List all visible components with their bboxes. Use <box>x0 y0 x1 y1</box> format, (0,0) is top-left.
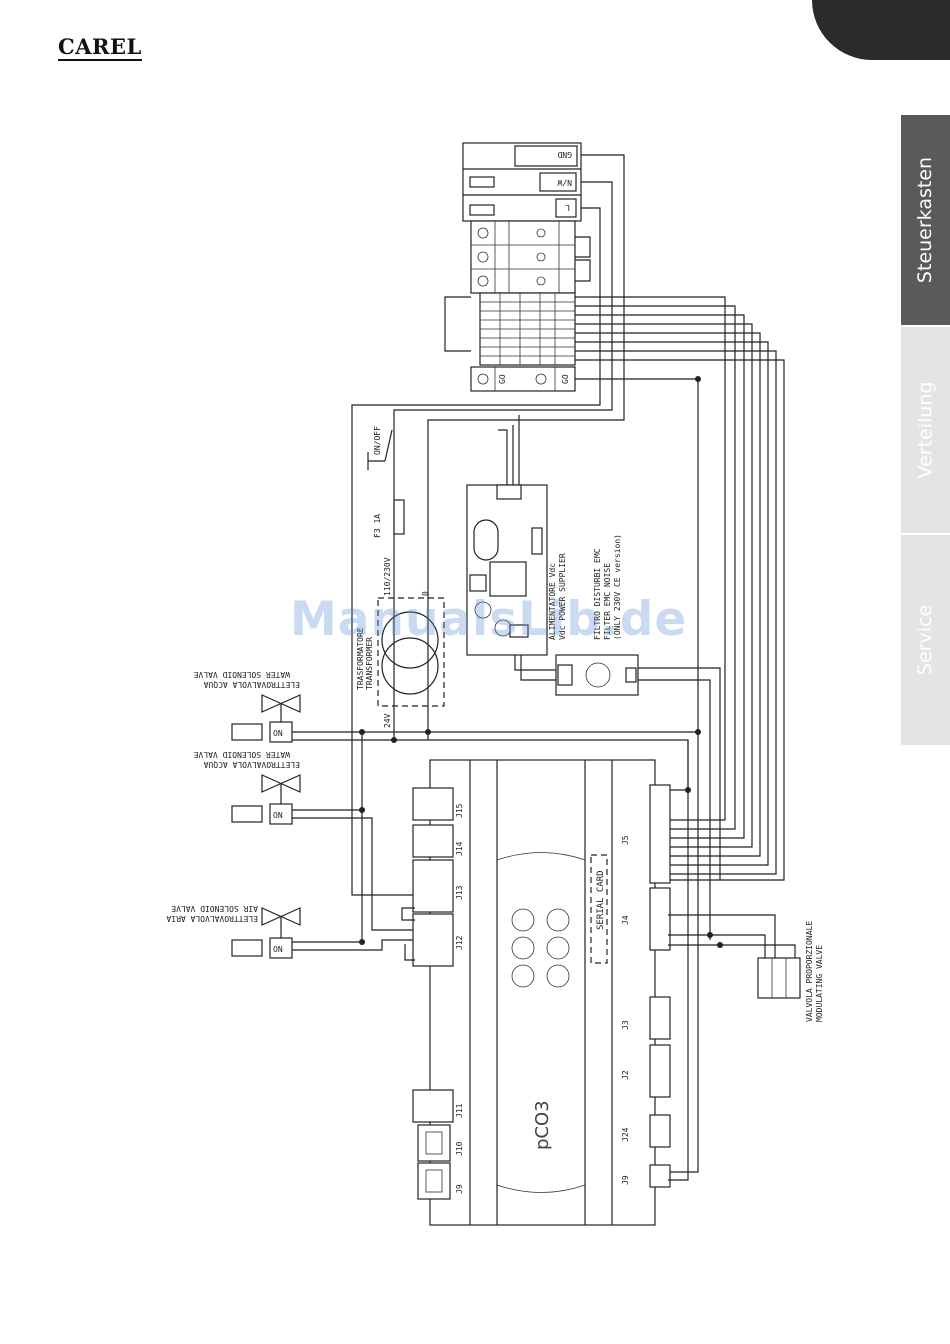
j9-right-label: J9 <box>621 1175 630 1185</box>
tab-verteilung[interactable]: Verteilung <box>901 327 950 533</box>
transformer-label-it: TRASFORMATORE <box>356 627 365 690</box>
nw-label: N/W <box>557 178 572 187</box>
pco3-controller: SERIAL CARD pCO3 <box>429 759 656 1226</box>
go-label-left: GO <box>498 374 507 384</box>
carel-logo: CAREL <box>58 34 142 61</box>
manualslib-watermark: ManualsLib.de <box>290 592 688 647</box>
power-supplier-board: ALIMENTATORE Vdc Vdc POWER SUPPLIER <box>466 484 567 656</box>
tab-steuerkasten[interactable]: Steuerkasten <box>901 115 950 325</box>
valve-1-label-en: WATER SOLENOID VALVE <box>193 670 290 679</box>
valve-3-label-it: ELETTROVALVOLA ARIA <box>166 914 258 923</box>
valve-1-contact: ON <box>273 729 283 738</box>
emc-filter-line2: FILTER EMC NOISE <box>603 563 612 640</box>
j3-label: J3 <box>621 1020 630 1030</box>
air-solenoid-valve: ON ELETTROVALVOLA ARIA AIR SOLENOID VALV… <box>166 904 301 959</box>
modulating-valve-label-en: MODULATING VALVE <box>815 945 824 1022</box>
valve-3-contact: ON <box>273 945 283 954</box>
power-supplier-label-it: ALIMENTATORE Vdc <box>548 563 557 640</box>
j10-label: J10 <box>455 1141 464 1156</box>
valve-2-contact: ON <box>273 811 283 820</box>
on-off-switch[interactable]: ON/OFF <box>367 426 393 470</box>
valve-3-label-en: AIR SOLENOID VALVE <box>171 904 258 913</box>
valve-2-label-en: WATER SOLENOID VALVE <box>193 750 290 759</box>
j14-label: J14 <box>455 841 464 856</box>
tab-service[interactable]: Service <box>901 535 950 745</box>
go-label-right: GO <box>561 374 570 384</box>
left-connectors: J15 J14 J13 J12 J11 J10 J9 <box>412 787 464 1200</box>
right-connectors: J5 J4 J3 J2 J24 J9 <box>621 784 671 1188</box>
j12-label: J12 <box>455 935 464 950</box>
j2-label: J2 <box>621 1070 630 1080</box>
transformer-label-en: TRANSFORMER <box>365 637 374 690</box>
modulating-valve: VALVOLA PROPORZIONALE MODULATING VALVE <box>757 921 824 1022</box>
emc-filter-line1: FILTRO DISTURBI EMC <box>593 548 602 640</box>
transformer-secondary: 24V <box>383 713 392 728</box>
water-solenoid-valve-1: ON ELETTROVALVOLA ACQUA WATER SOLENOID V… <box>193 670 301 743</box>
controller-label: pCO3 <box>532 1100 553 1150</box>
j15-label: J15 <box>455 803 464 818</box>
terminal-block-top: GND N/W L <box>462 142 582 392</box>
valve-1-label-it: ELETTROVALVOLA ACQUA <box>203 680 300 689</box>
transformer-primary: 110/230V <box>383 557 392 596</box>
signal-wires <box>351 154 785 1173</box>
l-label: L <box>565 203 570 212</box>
transformer-zero: 0 <box>421 591 430 596</box>
water-solenoid-valve-2: ON ELETTROVALVOLA ACQUA WATER SOLENOID V… <box>193 750 301 825</box>
gnd-label: GND <box>557 150 572 159</box>
on-off-label: ON/OFF <box>373 426 382 455</box>
j11-label: J11 <box>455 1103 464 1118</box>
modulating-valve-label-it: VALVOLA PROPORZIONALE <box>805 921 814 1022</box>
fuse-f3-label: F3 1A <box>373 514 382 538</box>
j24-label: J24 <box>621 1127 630 1142</box>
fuse-f3 <box>393 499 405 535</box>
emc-filter-line3: (ONLY 230V CE version) <box>613 534 622 640</box>
j13-label: J13 <box>455 885 464 900</box>
transformer: TRASFORMATORE TRANSFORMER 110/230V 24V 0 <box>356 557 445 728</box>
j9-left-label: J9 <box>455 1184 464 1194</box>
power-supplier-label-en: Vdc POWER SUPPLIER <box>558 553 567 640</box>
j5-label: J5 <box>621 835 630 845</box>
j4-label: J4 <box>621 915 630 925</box>
valve-2-label-it: ELETTROVALVOLA ACQUA <box>203 760 300 769</box>
emc-filter: FILTRO DISTURBI EMC FILTER EMC NOISE (ON… <box>555 534 639 696</box>
serial-card-label: SERIAL CARD <box>596 870 606 930</box>
